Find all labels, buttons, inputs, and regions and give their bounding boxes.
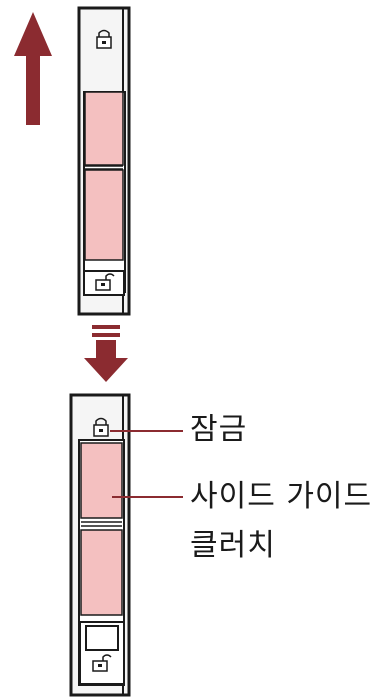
down-arrow-icon [84,325,128,382]
side-guide-clutch-label-line1: 사이드 가이드 [190,479,373,514]
side-guide-unit-bottom [69,393,131,697]
lock-icon [93,417,109,437]
unlock-icon [95,273,115,291]
unlock-icon [92,654,112,672]
side-guide-clutch-label-line2: 클러치 [190,528,276,563]
lock-label: 잠금 [190,412,248,447]
side-guide-unit-top [77,6,131,316]
lock-icon [96,29,112,49]
up-arrow-icon [14,12,52,125]
